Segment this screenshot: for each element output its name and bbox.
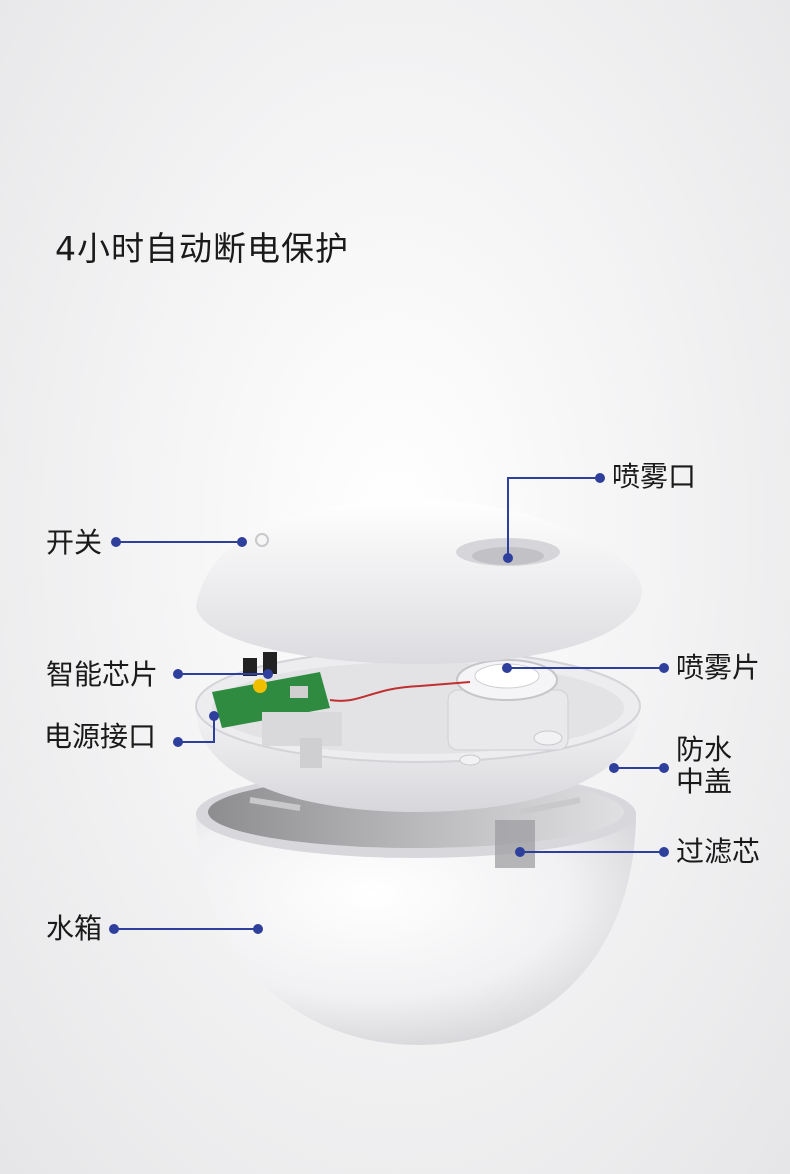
label-mist-outlet: 喷雾口 [612, 460, 697, 493]
label-waterproof-cover: 防水 中盖 [676, 734, 740, 798]
label-smart-chip: 智能芯片 [46, 658, 159, 691]
label-atomizer: 喷雾片 [676, 651, 761, 684]
label-waterproof-cover-line1: 防水 [676, 733, 733, 766]
lid-illustration [196, 500, 642, 664]
label-water-tank: 水箱 [46, 912, 103, 945]
atomizer-illustration [447, 659, 569, 766]
label-switch: 开关 [46, 526, 103, 559]
label-filter-core: 过滤芯 [676, 835, 761, 868]
smart-chip-illustration [212, 652, 471, 768]
headline: 4小时自动断电保护 [55, 229, 349, 268]
leader-lines [109, 473, 669, 934]
label-waterproof-cover-line2: 中盖 [676, 765, 733, 798]
label-power-port: 电源接口 [44, 720, 157, 753]
filter-core-illustration [495, 820, 535, 868]
